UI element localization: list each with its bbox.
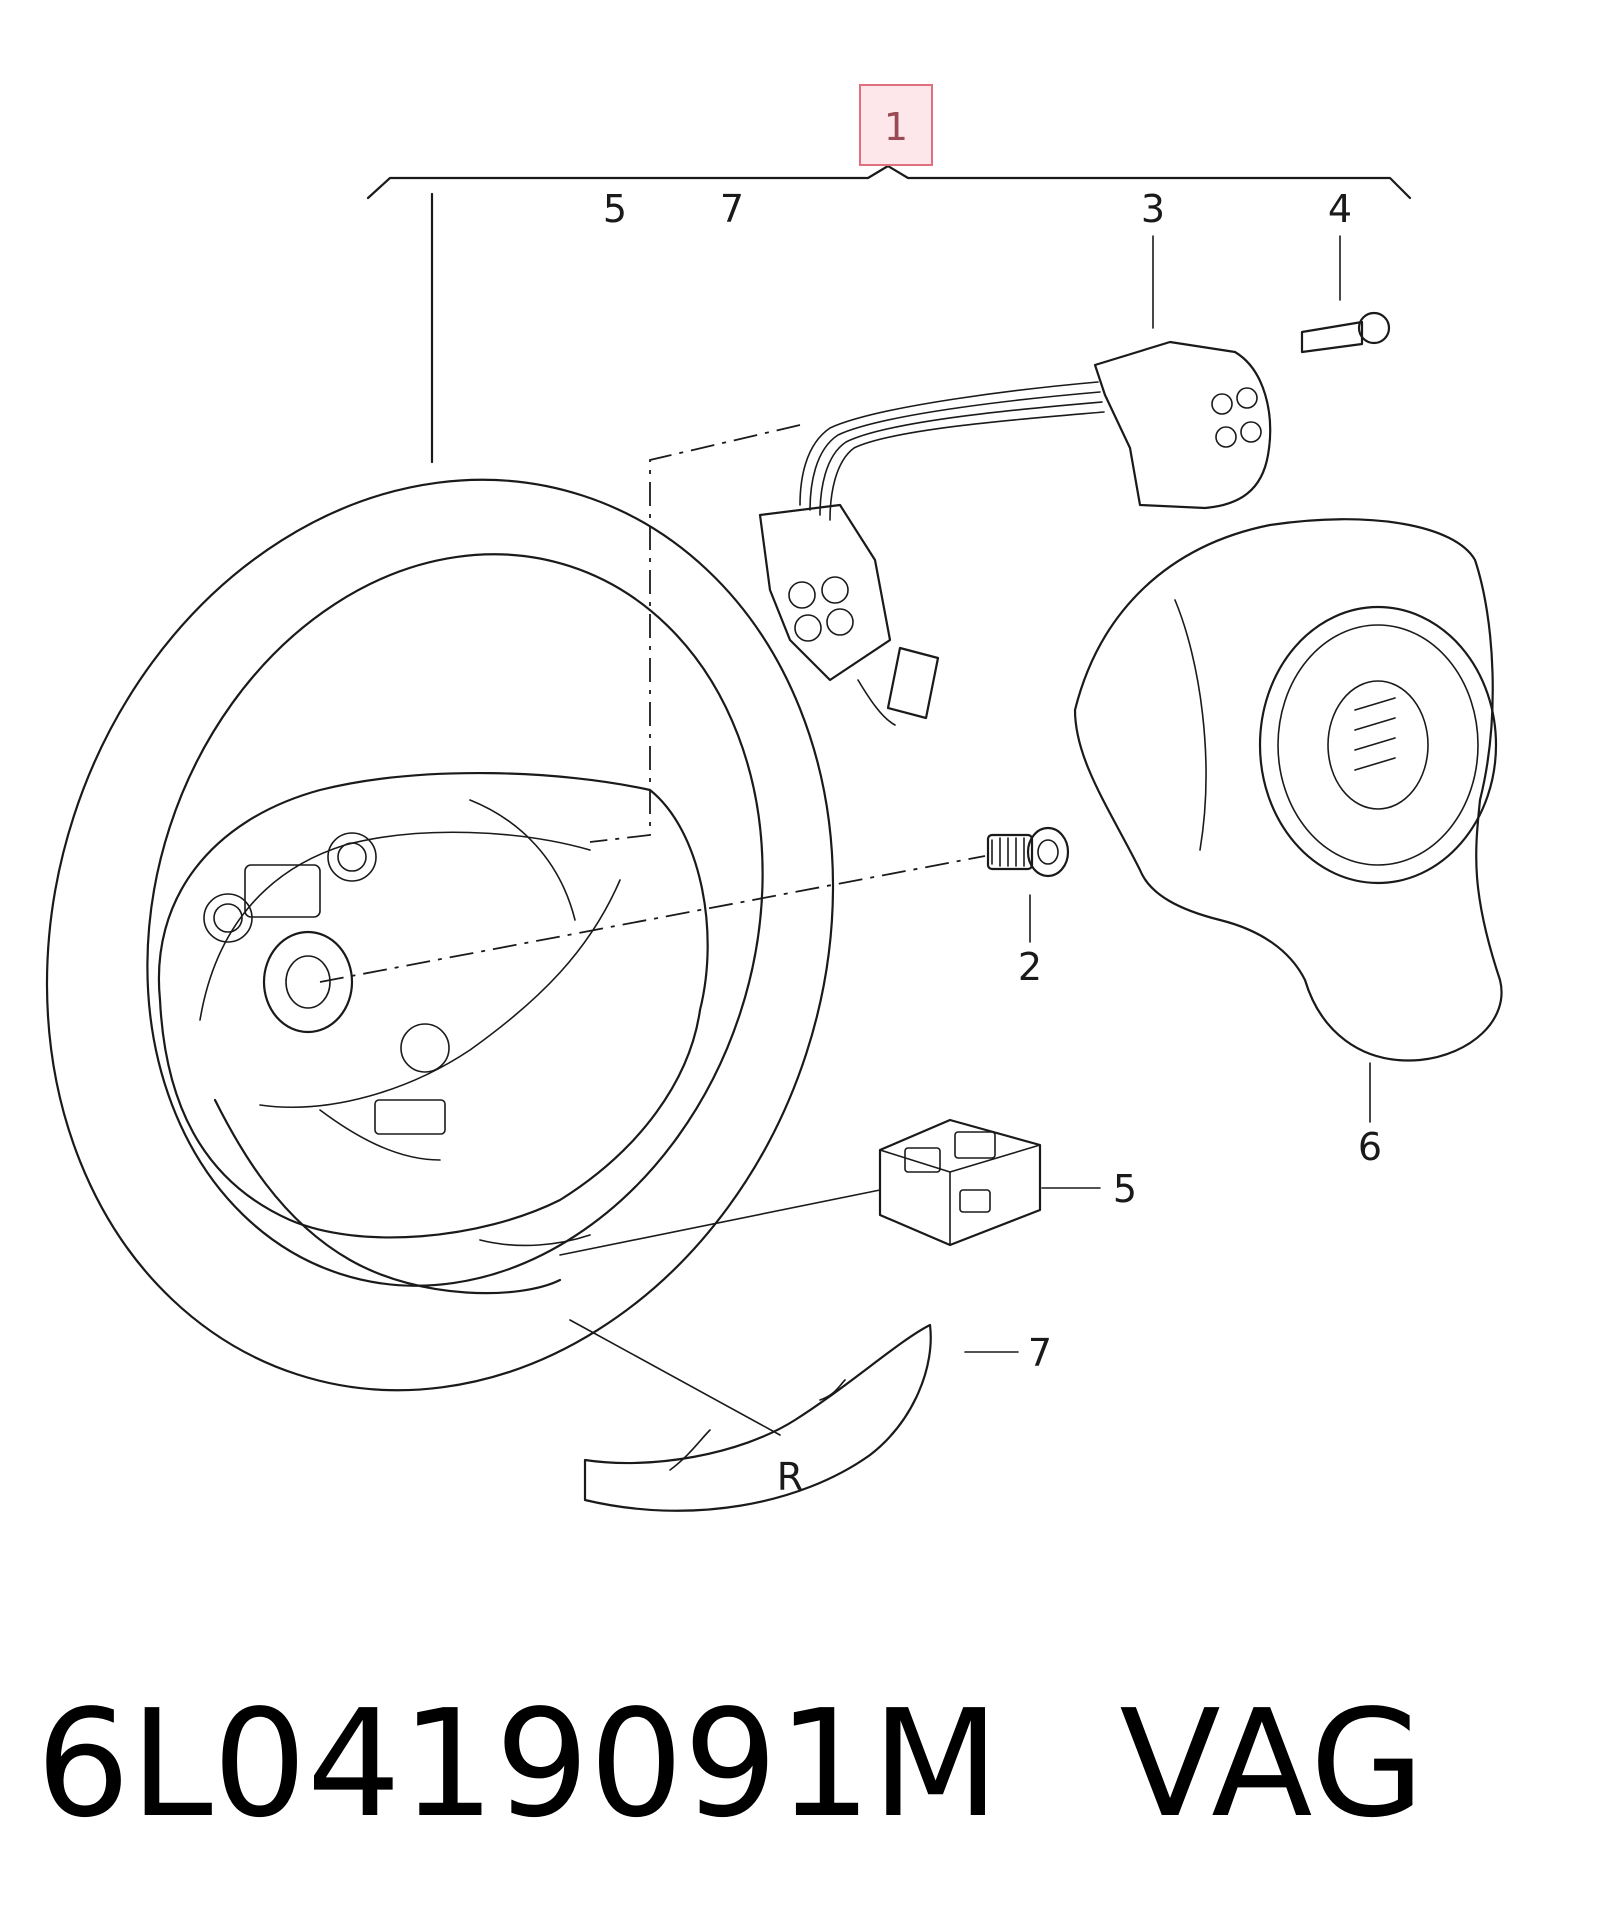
- bracket-callout-7: 7: [720, 187, 744, 231]
- trim-mark: R: [777, 1455, 803, 1499]
- callout-2: 2: [1018, 945, 1042, 989]
- assembly-callout-label: 1: [884, 105, 908, 149]
- steering-wheel-hub: [157, 771, 709, 1295]
- callout-3: 3: [1141, 187, 1165, 231]
- trim-axis-line: [569, 1319, 781, 1436]
- callout-4: 4: [1328, 187, 1352, 231]
- connector-module: [878, 1118, 1042, 1247]
- multifunction-switch-right: [1093, 340, 1272, 510]
- connector-axis-line: [559, 1189, 881, 1256]
- assembly-bracket: [366, 164, 1412, 464]
- assembly-callout[interactable]: 1: [859, 84, 933, 166]
- callout-5: 5: [1113, 1167, 1137, 1211]
- trim-cover: R: [583, 1323, 932, 1512]
- steering-wheel-rim: [45, 478, 835, 1392]
- harness-route-line: [589, 424, 801, 843]
- callout-6: 6: [1358, 1125, 1382, 1169]
- wiring-harness: [799, 381, 1105, 521]
- brand-label: VAG: [1119, 1678, 1425, 1850]
- bracket-callout-5: 5: [603, 187, 627, 231]
- bolt: [986, 826, 1070, 878]
- multifunction-switch-left: [758, 503, 940, 726]
- callout-7: 7: [1028, 1331, 1052, 1375]
- part-number: 6L0419091M: [36, 1678, 1000, 1850]
- airbag-module: [1073, 518, 1503, 1062]
- bolt-axis-line: [319, 855, 986, 983]
- switch-screw: [1300, 311, 1391, 354]
